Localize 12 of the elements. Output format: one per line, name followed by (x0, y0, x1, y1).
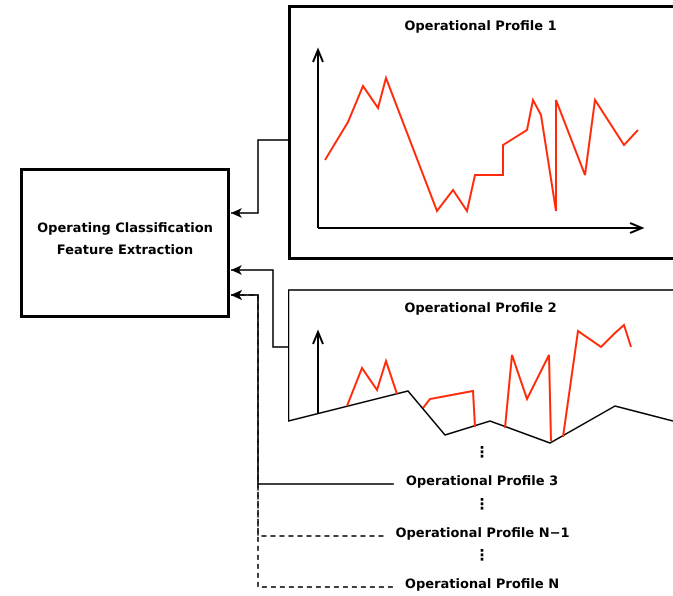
ellipsis: ⋮ (474, 546, 490, 564)
profile-label: Operational Profile N−1 (394, 526, 571, 541)
profile-label: Operational Profile N (404, 577, 560, 592)
panel-title: Operational Profile 1 (403, 19, 558, 34)
ellipsis: ⋮ (474, 495, 490, 513)
ellipsis: ⋮ (474, 443, 490, 461)
panel-title: Operational Profile 2 (403, 301, 558, 316)
arrow (231, 290, 394, 485)
arrow (231, 265, 288, 348)
arrow (231, 139, 288, 218)
box-title: Operating Classification Feature Extraction (36, 220, 214, 260)
profile-label: Operational Profile 3 (404, 474, 560, 489)
